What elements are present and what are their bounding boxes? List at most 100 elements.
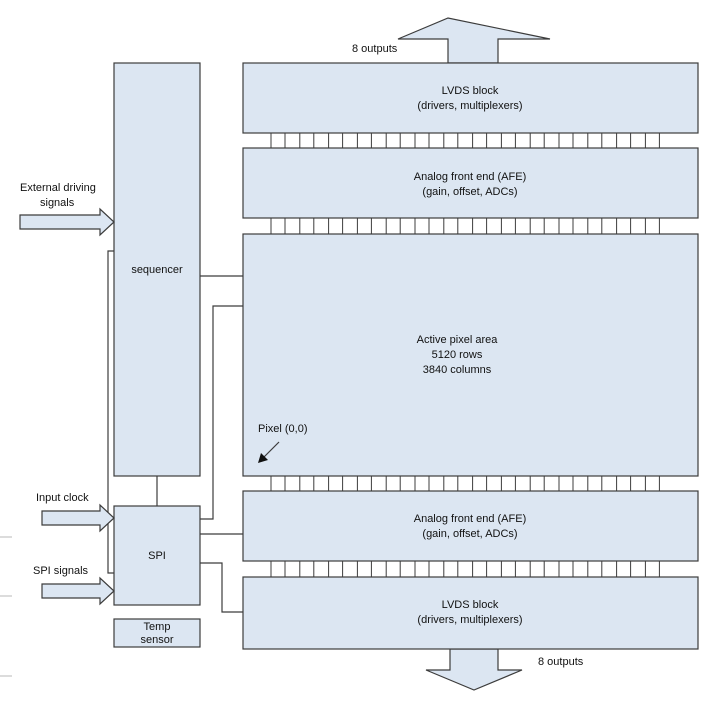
lvds-top-title: LVDS block bbox=[442, 85, 499, 97]
connector-cell bbox=[500, 475, 516, 492]
connector-cell bbox=[270, 560, 286, 578]
connector-cell bbox=[529, 217, 545, 235]
afe-block-bottom: Analog front end (AFE) (gain, offset, AD… bbox=[242, 490, 699, 562]
connector-cell bbox=[328, 217, 344, 235]
connector-cell bbox=[558, 132, 574, 149]
connector-cell bbox=[443, 132, 459, 149]
connector-cell bbox=[299, 132, 315, 149]
connector-cell bbox=[385, 217, 401, 235]
temp-sensor-line2: sensor bbox=[140, 634, 173, 646]
top-output-arrow bbox=[397, 17, 551, 64]
connector-strip bbox=[243, 133, 698, 148]
lvds-top-subtitle: (drivers, multiplexers) bbox=[417, 100, 522, 112]
spi-label: SPI bbox=[148, 550, 166, 562]
pixel-origin-label: Pixel (0,0) bbox=[258, 423, 308, 435]
connector-cell bbox=[472, 132, 488, 149]
connector-cell bbox=[414, 560, 430, 578]
spi-lvds-wire bbox=[200, 562, 243, 613]
connector-cell bbox=[644, 132, 660, 149]
connector-strip bbox=[243, 561, 698, 577]
connector-cell bbox=[299, 475, 315, 492]
connector-cell bbox=[500, 217, 516, 235]
signal-wires bbox=[107, 250, 243, 613]
pixel-origin-arrow bbox=[258, 441, 280, 463]
pixel-area-title: Active pixel area bbox=[417, 334, 499, 346]
lvds-bottom-subtitle: (drivers, multiplexers) bbox=[417, 614, 522, 626]
connector-cell bbox=[558, 560, 574, 578]
connector-cell bbox=[356, 217, 372, 235]
external-driving-label-line2: signals bbox=[40, 197, 75, 209]
connector-cell bbox=[472, 217, 488, 235]
connector-cell bbox=[270, 132, 286, 149]
connector-cell bbox=[587, 132, 603, 149]
top-outputs-label: 8 outputs bbox=[352, 43, 398, 55]
afe-top-subtitle: (gain, offset, ADCs) bbox=[422, 186, 517, 198]
connector-cell bbox=[299, 217, 315, 235]
connector-cell bbox=[414, 132, 430, 149]
spi-block: SPI bbox=[113, 505, 201, 606]
pixel-area-rows: 5120 rows bbox=[432, 349, 483, 361]
spi-pixel-wire bbox=[200, 305, 243, 520]
bus-connectors bbox=[243, 132, 698, 578]
connector-cell bbox=[529, 475, 545, 492]
connector-cell bbox=[385, 132, 401, 149]
bottom-outputs-label: 8 outputs bbox=[538, 656, 584, 668]
connector-cell bbox=[616, 217, 632, 235]
afe-bottom-subtitle: (gain, offset, ADCs) bbox=[422, 528, 517, 540]
external-driving-label-line1: External driving bbox=[20, 182, 96, 194]
connector-cell bbox=[328, 475, 344, 492]
connector-cell bbox=[270, 217, 286, 235]
connector-cell bbox=[385, 475, 401, 492]
temp-sensor-line1: Temp bbox=[144, 621, 171, 633]
spi-signals-label: SPI signals bbox=[33, 565, 89, 577]
connector-cell bbox=[472, 560, 488, 578]
sequencer-spi-side-wire bbox=[107, 250, 114, 574]
connector-cell bbox=[356, 560, 372, 578]
connector-cell bbox=[328, 132, 344, 149]
connector-cell bbox=[414, 475, 430, 492]
connector-cell bbox=[616, 132, 632, 149]
connector-cell bbox=[356, 475, 372, 492]
spi-signals-arrow bbox=[41, 576, 115, 606]
connector-cell bbox=[500, 132, 516, 149]
connector-cell bbox=[644, 560, 660, 578]
lvds-bottom-title: LVDS block bbox=[442, 599, 499, 611]
connector-strip bbox=[243, 476, 698, 491]
afe-top-title: Analog front end (AFE) bbox=[414, 171, 527, 183]
active-pixel-area: Active pixel area 5120 rows 3840 columns bbox=[242, 233, 699, 477]
input-clock-arrow bbox=[41, 503, 115, 533]
connector-cell bbox=[587, 475, 603, 492]
lvds-block-top: LVDS block (drivers, multiplexers) bbox=[242, 62, 699, 134]
connector-cell bbox=[443, 475, 459, 492]
connector-cell bbox=[644, 217, 660, 235]
input-clock-label: Input clock bbox=[36, 492, 89, 504]
connector-cell bbox=[385, 560, 401, 578]
connector-cell bbox=[328, 560, 344, 578]
connector-cell bbox=[644, 475, 660, 492]
external-driving-arrow bbox=[19, 207, 115, 237]
connector-strip bbox=[243, 218, 698, 234]
connector-cell bbox=[270, 475, 286, 492]
temp-sensor-block: Temp sensor bbox=[113, 618, 201, 648]
sequencer-block: sequencer bbox=[113, 62, 201, 477]
connector-cell bbox=[414, 217, 430, 235]
connector-cell bbox=[472, 475, 488, 492]
afe-block-top: Analog front end (AFE) (gain, offset, AD… bbox=[242, 147, 699, 219]
afe-bottom-title: Analog front end (AFE) bbox=[414, 513, 527, 525]
connector-cell bbox=[558, 475, 574, 492]
connector-cell bbox=[616, 560, 632, 578]
connector-cell bbox=[443, 560, 459, 578]
bottom-output-arrow bbox=[425, 648, 523, 691]
lvds-block-bottom: LVDS block (drivers, multiplexers) bbox=[242, 576, 699, 650]
connector-cell bbox=[587, 560, 603, 578]
connector-cell bbox=[587, 217, 603, 235]
connector-cell bbox=[529, 132, 545, 149]
sequencer-label: sequencer bbox=[131, 264, 183, 276]
pixel-area-columns: 3840 columns bbox=[423, 364, 492, 376]
connector-cell bbox=[500, 560, 516, 578]
connector-cell bbox=[529, 560, 545, 578]
connector-cell bbox=[558, 217, 574, 235]
connector-cell bbox=[443, 217, 459, 235]
connector-cell bbox=[356, 132, 372, 149]
